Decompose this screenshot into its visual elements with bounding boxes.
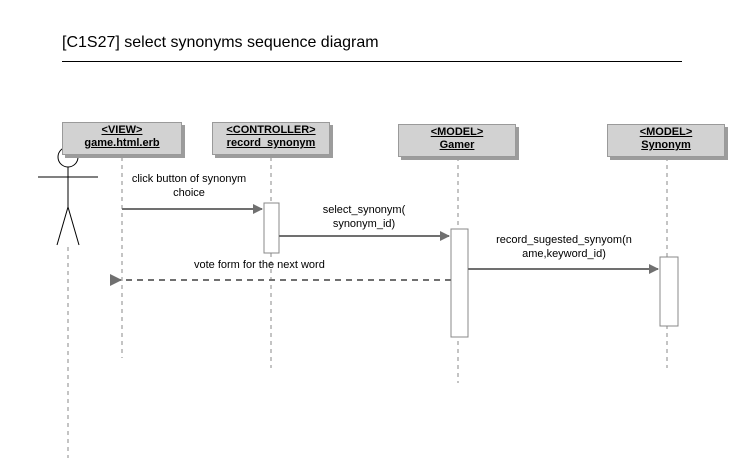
message-label-click: click button of synonym choice	[124, 172, 254, 200]
message-label-line: select_synonym(	[322, 204, 406, 216]
lifeline-box-gamer: <MODEL> Gamer	[398, 124, 516, 157]
activation-synonym	[659, 256, 679, 327]
actor-right-leg	[67, 206, 80, 246]
lifeline-box-view: <VIEW> game.html.erb	[62, 122, 182, 155]
message-label-line: synonym_id)	[332, 218, 396, 230]
message-label-line: click button of synonym	[131, 173, 247, 185]
message-label-line: vote form for the next word	[194, 259, 325, 271]
lifeline-name: game.html.erb	[84, 137, 160, 149]
page-title: [C1S27] select synonyms sequence diagram	[62, 34, 379, 51]
lifeline-box-controller: <CONTROLLER> record_synonym	[212, 122, 330, 155]
lifeline-name: Gamer	[439, 139, 475, 151]
activation-gamer	[450, 228, 469, 338]
lifeline-box-synonym: <MODEL> Synonym	[607, 124, 725, 157]
actor-stick-figure	[38, 146, 98, 246]
lifeline-name: record_synonym	[226, 137, 316, 149]
activation-controller	[263, 202, 280, 254]
lifeline-stereotype: <MODEL>	[639, 126, 693, 138]
message-label-select: select_synonym( synonym_id)	[302, 203, 426, 231]
lifeline-stereotype: <VIEW>	[101, 124, 143, 136]
actor-left-leg	[56, 206, 69, 246]
message-label-line: choice	[173, 187, 205, 199]
title-underline	[62, 61, 682, 62]
message-label-line: ame,keyword_id)	[522, 248, 606, 260]
lifeline-stereotype: <MODEL>	[430, 126, 484, 138]
lifeline-stereotype: <CONTROLLER>	[226, 124, 316, 136]
message-label-line: record_sugested_synyom(n	[496, 234, 632, 246]
message-label-record: record_sugested_synyom(n ame,keyword_id)	[484, 233, 644, 261]
message-label-return: vote form for the next word	[194, 258, 325, 272]
lifeline-name: Synonym	[641, 139, 691, 151]
